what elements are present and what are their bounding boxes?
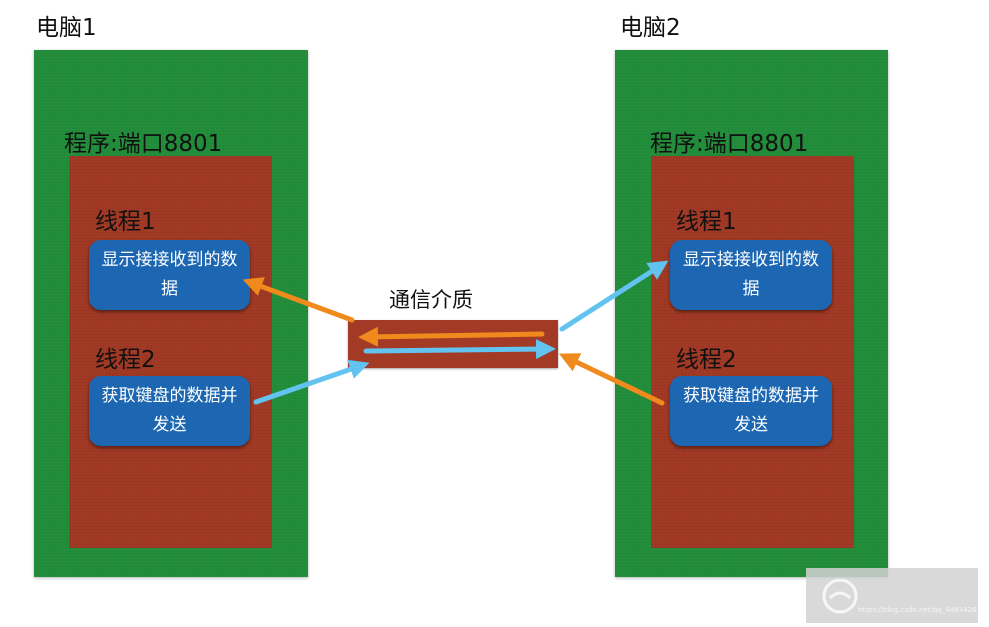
computer2-thread2-label: 线程2 (676, 347, 737, 373)
watermark-text: https://blog.csdn.net/qq_44834261 (858, 606, 981, 614)
computer2-title: 电脑2 (620, 15, 681, 41)
computer2-thread1-label: 线程1 (676, 209, 737, 235)
computer1-process-box (69, 156, 272, 548)
medium-label: 通信介质 (389, 288, 473, 312)
computer1-thread1-label: 线程1 (95, 209, 156, 235)
computer2-thread1-box: 显示接接收到的数据 (670, 240, 832, 310)
computer2-thread2-text: 获取键盘的数据并发送 (683, 386, 819, 435)
computer2-process-label: 程序:端口8801 (650, 131, 809, 157)
computer2-process-box (651, 156, 854, 548)
watermark-logo-icon (822, 578, 858, 614)
computer1-thread2-text: 获取键盘的数据并发送 (101, 386, 238, 435)
computer1-title: 电脑1 (36, 15, 97, 41)
computer1-thread2-box: 获取键盘的数据并发送 (89, 376, 250, 446)
computer1-thread1-text: 显示接接收到的数据 (101, 250, 238, 299)
computer2-thread1-text: 显示接接收到的数据 (683, 250, 819, 299)
computer1-thread1-box: 显示接接收到的数据 (89, 240, 250, 310)
computer2-thread2-box: 获取键盘的数据并发送 (670, 376, 832, 446)
watermark: https://blog.csdn.net/qq_44834261 (806, 568, 981, 623)
medium-box (348, 320, 558, 368)
computer1-thread2-label: 线程2 (95, 347, 156, 373)
computer1-process-label: 程序:端口8801 (64, 131, 223, 157)
